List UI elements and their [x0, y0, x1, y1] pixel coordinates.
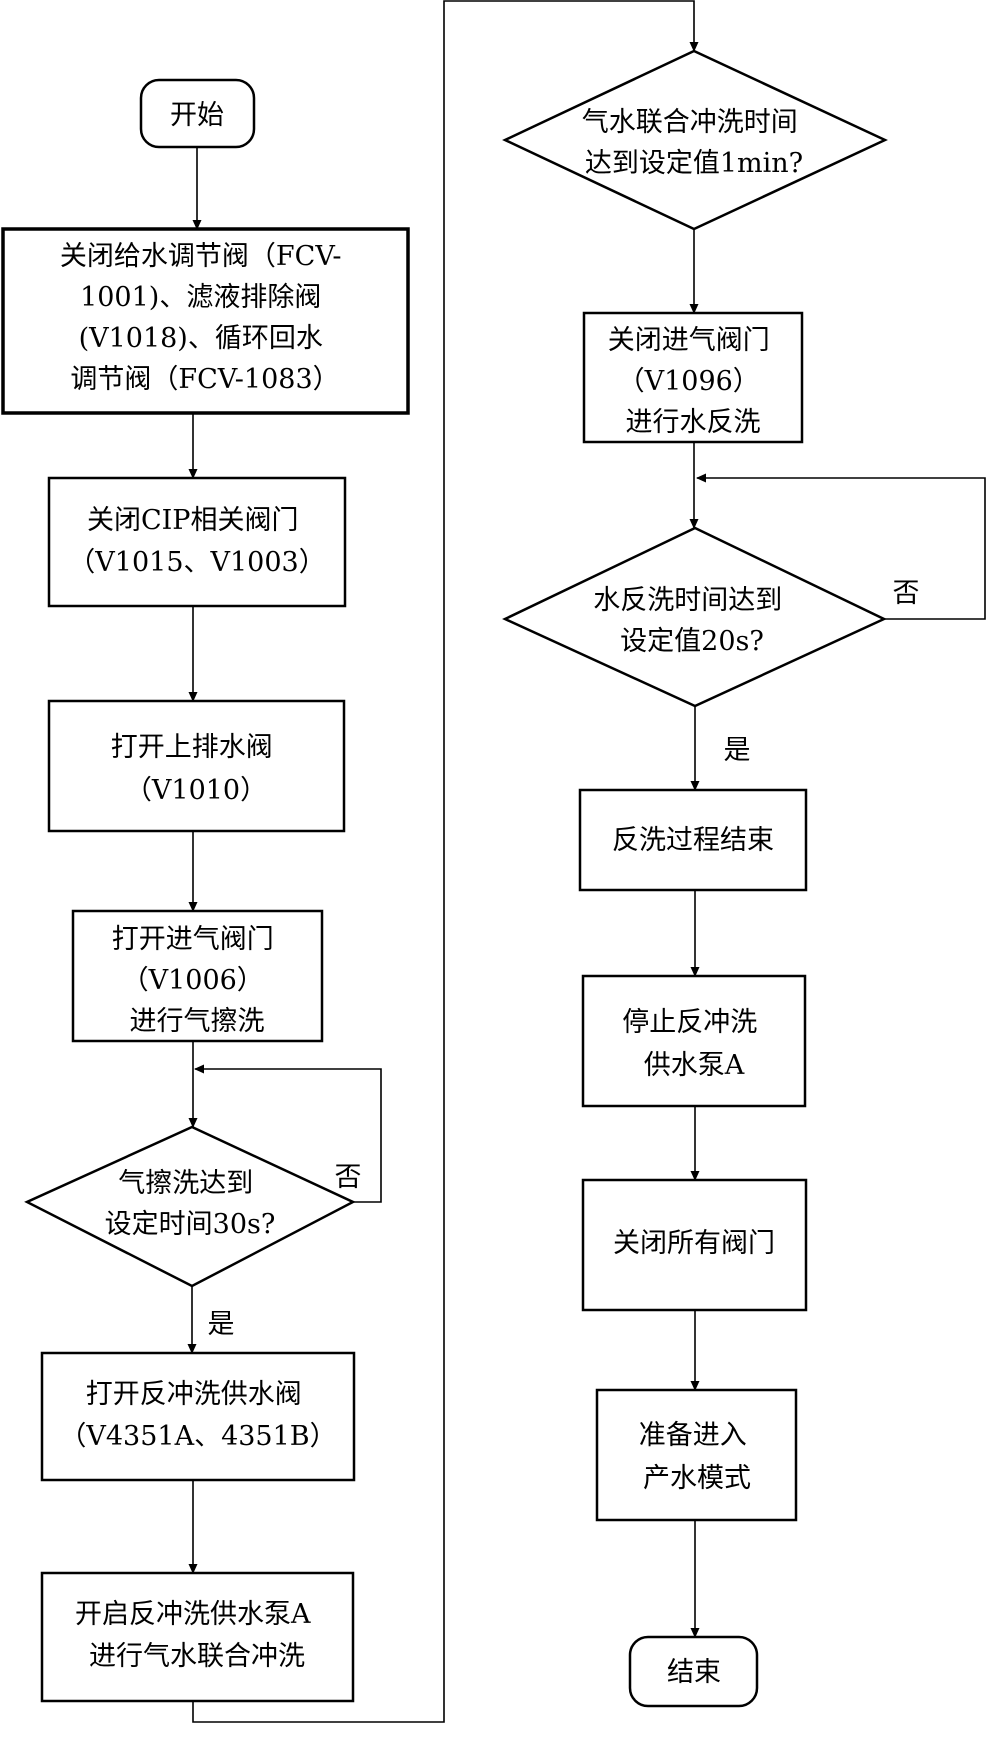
close-cip-valves-box: [47, 476, 347, 608]
close-air-inlet-box: [582, 311, 804, 444]
open-backwash-valve-label: 打开反冲洗供水阀 （V4351A、4351B）: [59, 1379, 336, 1452]
air-scrub-time-decision: [24, 1125, 356, 1288]
close-feed-valves-box: [1, 227, 410, 415]
end-label: 结束: [667, 1657, 721, 1688]
close-cip-valves-label: 关闭CIP相关阀门 （V1015、V1003）: [68, 505, 325, 578]
prepare-production-label: 准备进入 产水模式: [639, 1420, 756, 1494]
start-label: 开始: [170, 100, 224, 131]
stop-pump-label: 停止反冲洗 供水泵A: [622, 1007, 766, 1081]
stop-pump-box: [581, 974, 807, 1108]
backwash-end-box: [578, 788, 808, 892]
backwash-end-label: 反洗过程结束: [612, 825, 774, 856]
water-backwash-time-label: 水反洗时间达到 设定值20s?: [593, 585, 791, 657]
air-scrub-time-label: 气擦洗达到 设定时间30s?: [105, 1168, 276, 1240]
close-air-inlet-label: 关闭进气阀门 （V1096） 进行水反洗: [608, 325, 779, 438]
start-backwash-pump-box: [40, 1571, 355, 1703]
close-feed-valves-label: 关闭给水调节阀（FCV- 1001)、滤液排除阀 (V1018)、循环回水 调节…: [60, 241, 350, 395]
water-backwash-no-loop: [696, 473, 986, 620]
open-upper-drain-box: [47, 699, 346, 833]
open-air-inlet-label: 打开进气阀门 （V1006） 进行气擦洗: [112, 924, 283, 1037]
open-backwash-valve-box: [40, 1351, 356, 1482]
air-scrub-yes-label: 是: [208, 1309, 235, 1340]
close-all-valves-label: 关闭所有阀门: [613, 1228, 775, 1259]
water-backwash-no-label: 否: [893, 578, 920, 609]
combined-wash-time-label: 气水联合冲洗时间 达到设定值1min?: [582, 107, 807, 179]
column-link-connector: [192, 0, 699, 1723]
open-upper-drain-label: 打开上排水阀 （V1010）: [111, 732, 282, 806]
combined-wash-time-decision: [502, 49, 888, 231]
air-scrub-no-loop: [194, 1064, 382, 1203]
start-backwash-pump-label: 开启反冲洗供水泵A 进行气水联合冲洗: [75, 1599, 319, 1672]
water-backwash-time-decision: [502, 526, 887, 708]
open-air-inlet-box: [71, 909, 324, 1043]
air-scrub-no-label: 否: [335, 1162, 362, 1193]
water-backwash-yes-label: 是: [724, 735, 751, 766]
prepare-production-box: [595, 1388, 798, 1522]
